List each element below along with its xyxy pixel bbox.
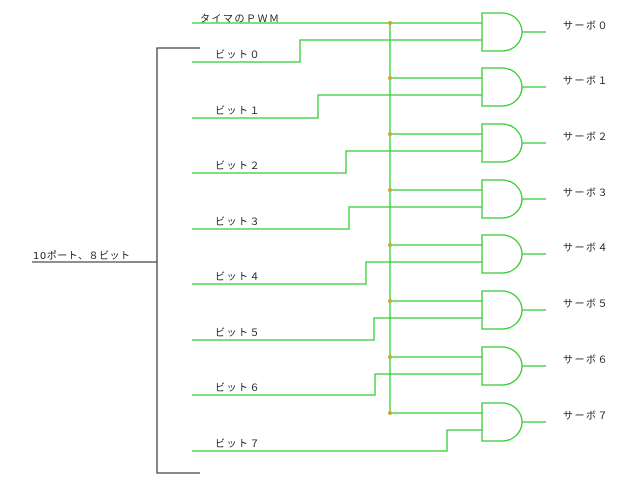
- bit-wire: [192, 150, 482, 174]
- bit-label: ビット６: [215, 382, 261, 394]
- bit-label: ビット０: [215, 49, 261, 61]
- and-gate: [481, 402, 523, 442]
- servo-label: サーボ０: [563, 20, 609, 32]
- and-gate: [481, 12, 523, 52]
- servo-labels: サーボ０ サーボ１ サーボ２ サーボ３ サーボ４ サーボ５ サーボ６ サーボ７: [563, 20, 609, 422]
- bit-wire: [192, 94, 482, 119]
- junction-dot: [388, 188, 392, 192]
- and-gates: [481, 12, 546, 442]
- servo-label: サーボ５: [563, 298, 609, 310]
- junction-dot: [388, 299, 392, 303]
- servo-label: サーボ３: [563, 187, 609, 199]
- bit-label: ビット２: [215, 160, 261, 172]
- and-gate: [481, 123, 523, 163]
- bit-wire: [192, 317, 482, 341]
- servo-label: サーボ６: [563, 354, 609, 366]
- port-label: 10ポート、８ビット: [33, 250, 131, 262]
- servo-label: サーボ７: [563, 410, 609, 422]
- bit-wire: [192, 429, 482, 452]
- junction-dot: [388, 355, 392, 359]
- servo-label: サーボ２: [563, 131, 609, 143]
- and-gate: [481, 179, 523, 219]
- servo-label: サーボ１: [563, 75, 609, 87]
- servo-label: サーボ４: [563, 242, 609, 254]
- junction-dot: [388, 21, 392, 25]
- port-bracket: [156, 47, 200, 474]
- bit-labels: ビット０ ビット１ ビット２ ビット３ ビット４ ビット５ ビット６ ビット７: [215, 49, 261, 450]
- bit-wire: [192, 39, 482, 63]
- bit-wires: [192, 39, 482, 452]
- and-gate: [481, 234, 523, 274]
- bit-label: ビット４: [215, 271, 261, 283]
- bit-label: ビット５: [215, 327, 261, 339]
- pwm-wires: [192, 22, 482, 414]
- junction-dot: [388, 132, 392, 136]
- and-gate: [481, 290, 523, 330]
- bit-label: ビット７: [215, 438, 261, 450]
- bit-label: ビット１: [215, 105, 261, 117]
- bit-label: ビット３: [215, 216, 261, 228]
- bit-wire: [192, 206, 482, 230]
- junctions: [388, 21, 392, 415]
- bit-wire: [192, 261, 482, 285]
- junction-dot: [388, 243, 392, 247]
- and-gate: [481, 346, 523, 386]
- junction-dot: [388, 76, 392, 80]
- junction-dot: [388, 411, 392, 415]
- and-gate: [481, 67, 523, 107]
- pwm-label: タイマのＰＷＭ: [200, 13, 281, 25]
- bit-wire: [192, 373, 482, 396]
